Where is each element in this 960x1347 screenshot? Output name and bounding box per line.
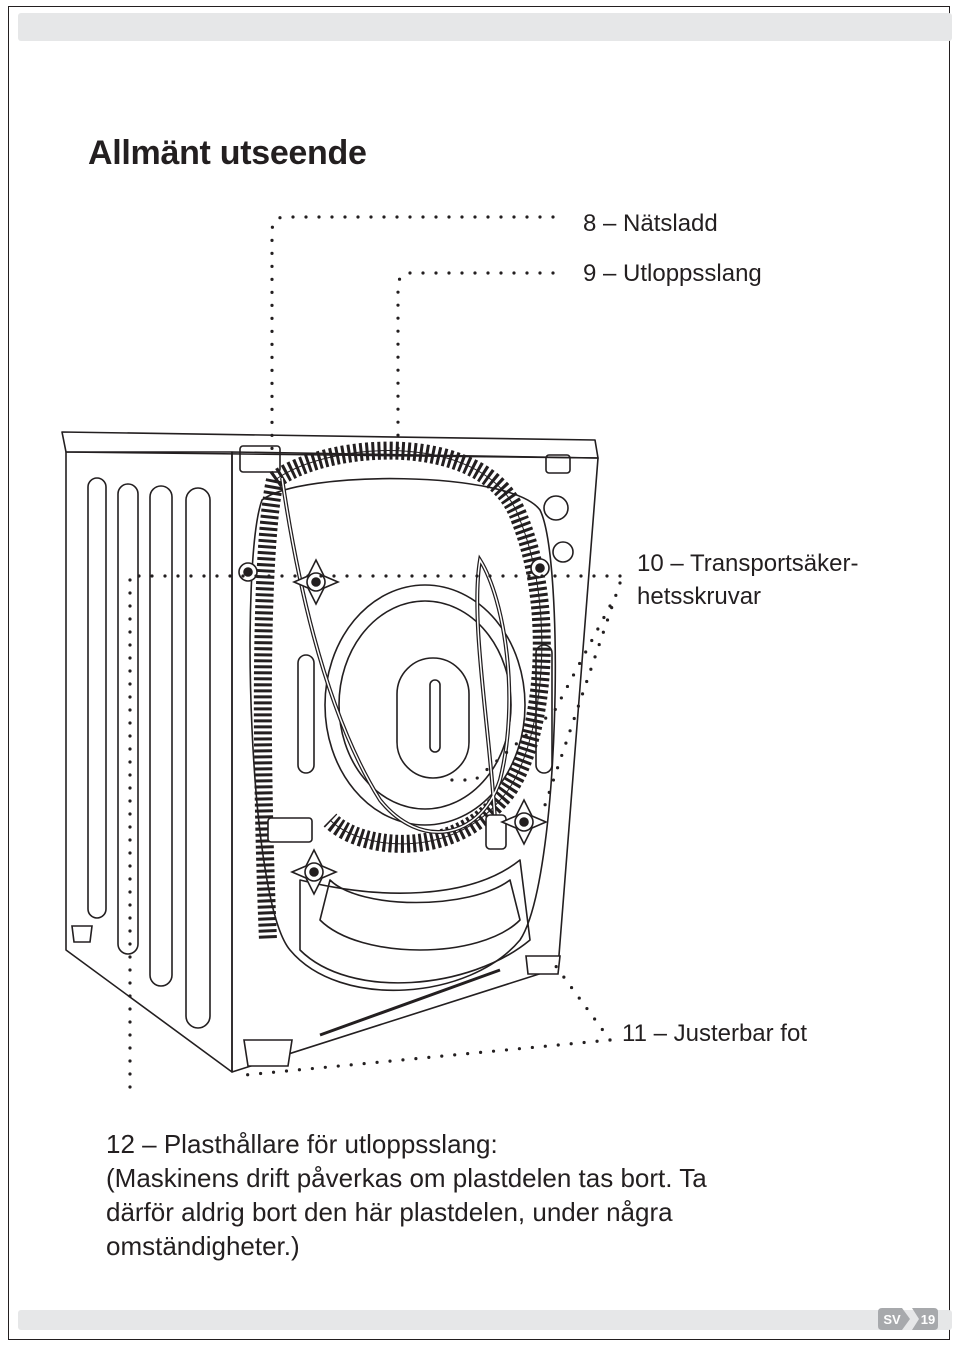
footer-band (18, 1310, 952, 1330)
page-number: 19 (921, 1312, 935, 1327)
drain-hose-icon (253, 441, 551, 941)
hose-holder-note: 12 – Plasthållare för utloppsslang: (Mas… (106, 1127, 806, 1263)
page-number-badge: SV 19 (878, 1308, 938, 1330)
hose-holder-icon (267, 817, 313, 843)
adjustable-foot-icon (71, 925, 561, 1067)
machine-back-panel (231, 451, 599, 1073)
page-frame (8, 6, 950, 1340)
language-code: SV (883, 1312, 901, 1327)
callout-transit-bolts-cont: hetsskruvar (637, 583, 762, 610)
note-line-3: därför aldrig bort den här plastdelen, u… (106, 1197, 673, 1227)
callout-power-cord: 8 – Nätsladd (583, 210, 718, 237)
callout-drain-hose: 9 – Utloppsslang (583, 260, 762, 287)
callout-transit-bolts: 10 – Transportsäker- (637, 550, 859, 577)
callout-adjustable-foot: 11 – Justerbar fot (622, 1020, 807, 1047)
callout-leader-lines (128, 215, 622, 1102)
header-band (18, 13, 952, 41)
side-ribs (87, 477, 211, 1029)
machine-side-panel (65, 451, 233, 1073)
page-title: Allmänt utseende (88, 134, 367, 172)
transit-bolt-icon (238, 558, 550, 896)
note-line-1: 12 – Plasthållare för utloppsslang: (106, 1129, 498, 1159)
note-line-4: omständigheter.) (106, 1231, 300, 1261)
power-cord-icon (280, 477, 512, 835)
note-line-2: (Maskinens drift påverkas om plastdelen … (106, 1163, 707, 1193)
drum-cover (324, 584, 526, 826)
